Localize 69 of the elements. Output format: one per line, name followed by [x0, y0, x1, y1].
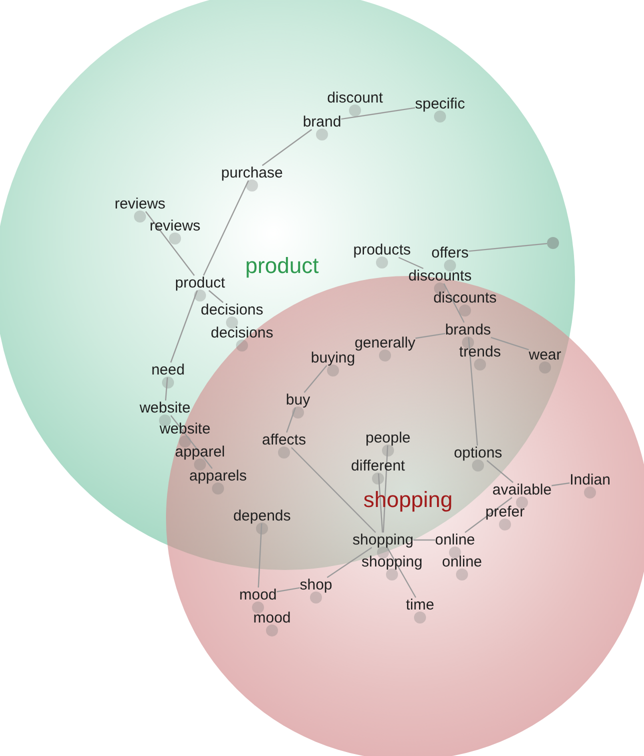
word-label: discounts — [433, 290, 497, 306]
word-label: offers — [431, 246, 469, 260]
cluster-label: product — [245, 255, 319, 277]
connector-line — [326, 547, 372, 578]
word-label: brands — [445, 322, 491, 338]
connector-line — [413, 539, 435, 541]
connector-line — [145, 211, 195, 276]
word-label: reviews — [114, 196, 166, 212]
word-label: specific — [414, 96, 466, 112]
word-label: mood — [239, 588, 277, 602]
connector-line — [203, 180, 249, 276]
word-label: buying — [310, 350, 356, 366]
word-label: buy — [286, 392, 310, 408]
connector-line — [490, 336, 529, 350]
word-label: affects — [262, 432, 306, 448]
connector-line — [258, 523, 262, 588]
connector-line — [170, 415, 213, 469]
word-label: shopping — [352, 532, 414, 548]
connector-line — [262, 129, 312, 166]
word-label: people — [365, 430, 411, 446]
word-label: website — [140, 400, 190, 416]
word-label: brand — [302, 114, 342, 130]
word-label: website — [160, 422, 210, 436]
word-label: apparels — [189, 468, 247, 484]
connector-line — [398, 256, 424, 270]
connector-line — [552, 482, 570, 486]
word-label: decisions — [200, 302, 264, 318]
connector-line — [415, 333, 446, 339]
word-label: trends — [459, 344, 501, 360]
word-label: Indian — [570, 472, 610, 488]
connector-line — [304, 365, 328, 393]
word-label: depends — [233, 508, 291, 524]
connector-line — [486, 460, 514, 483]
connector-line — [468, 337, 478, 446]
cluster-label: shopping — [363, 489, 453, 511]
connector-line — [464, 497, 512, 533]
word-label: prefer — [485, 504, 525, 520]
connector-line — [291, 447, 376, 533]
connector-line — [165, 377, 168, 401]
word-label: available — [492, 482, 552, 498]
connector-line — [276, 587, 300, 592]
word-label: products — [353, 242, 411, 258]
connector-line — [382, 445, 388, 533]
word-label: shopping — [362, 554, 422, 570]
word-label: decisions — [210, 326, 274, 340]
word-label: different — [351, 458, 405, 474]
connector-line — [170, 290, 198, 363]
word-label: mood — [253, 610, 291, 626]
word-label: wear — [528, 348, 562, 362]
connector-line — [208, 290, 224, 303]
word-label: shop — [300, 578, 332, 592]
word-label: discounts — [408, 268, 472, 284]
word-label: online — [434, 532, 476, 548]
word-label: options — [454, 446, 502, 460]
connector-line — [468, 242, 548, 252]
connector-line — [443, 283, 465, 323]
word-label: time — [406, 598, 434, 612]
word-label: reviews — [150, 218, 200, 234]
connector-line — [341, 107, 416, 120]
word-label: online — [442, 554, 482, 570]
connector-line — [286, 407, 296, 433]
word-label: generally — [354, 336, 416, 350]
word-label: purchase — [221, 166, 283, 180]
connector-line — [378, 473, 384, 533]
word-label: discount — [327, 90, 383, 106]
connector-line — [386, 547, 416, 598]
word-label: apparel — [174, 444, 226, 460]
word-label: need — [151, 362, 185, 378]
word-label: product — [174, 276, 226, 290]
